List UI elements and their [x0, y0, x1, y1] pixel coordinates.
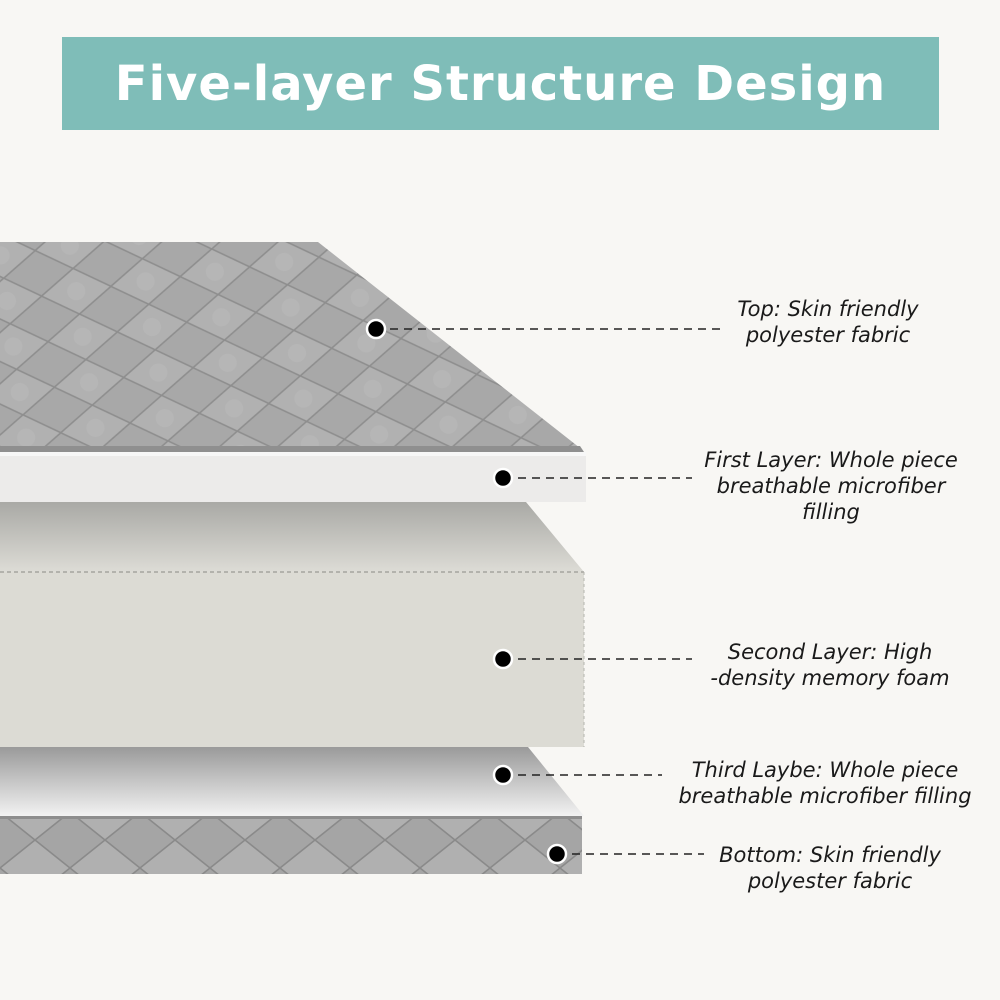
layer-bottom-fabric — [0, 816, 582, 874]
callout-bottom — [546, 843, 704, 865]
label-bottom: Bottom: Skin friendly polyester fabric — [719, 843, 941, 893]
layer-first-fiber — [0, 452, 586, 502]
label-first: First Layer: Whole piece breathable micr… — [704, 448, 958, 524]
label-second: Second Layer: High -density memory foam — [710, 640, 950, 690]
callout-third — [492, 764, 662, 786]
page-title: Five-layer Structure Design — [114, 55, 887, 112]
label-third: Third Laybe: Whole piece breathable micr… — [678, 758, 972, 808]
layer-third-fiber — [0, 747, 584, 816]
layer-second-foam — [0, 502, 585, 747]
title-banner: Five-layer Structure Design — [62, 37, 939, 130]
marker-dot — [546, 843, 568, 865]
layer-top-fabric — [0, 242, 584, 452]
marker-dot — [492, 648, 514, 670]
callout-first — [492, 467, 692, 489]
callout-top — [365, 318, 722, 340]
marker-dot — [492, 467, 514, 489]
marker-dot — [365, 318, 387, 340]
callout-second — [492, 648, 692, 670]
label-top: Top: Skin friendly polyester fabric — [737, 297, 919, 347]
marker-dot — [492, 764, 514, 786]
